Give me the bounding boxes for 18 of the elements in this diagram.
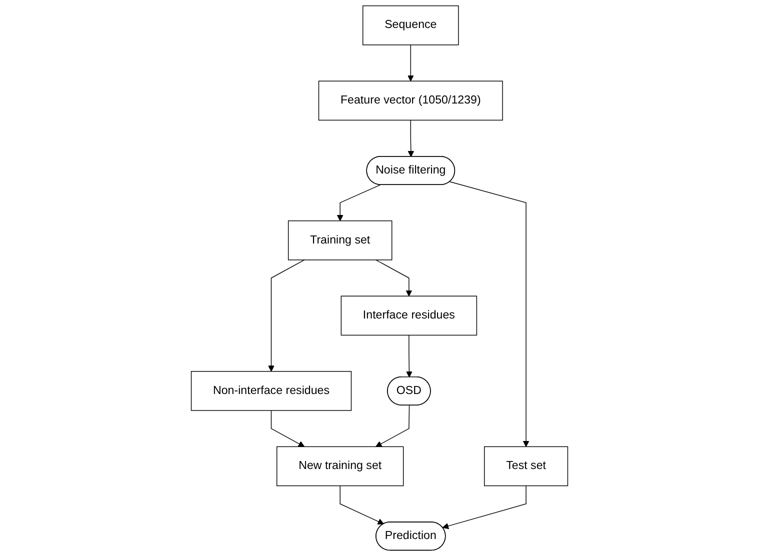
arrow — [408, 120, 414, 158]
node-box: Training set — [288, 220, 392, 260]
arrow — [442, 485, 526, 530]
arrow — [268, 260, 305, 372]
node-box: Feature vector (1050/1239) — [318, 80, 503, 121]
node-box: New training set — [276, 446, 404, 486]
arrow — [270, 410, 305, 447]
node-box: Non-interface residues — [190, 371, 352, 411]
node-box: Interface residues — [340, 296, 478, 336]
node-box: Sequence — [362, 5, 459, 46]
arrow — [407, 44, 414, 82]
arrow — [340, 485, 384, 524]
node-box: Test set — [484, 446, 568, 486]
arrow — [376, 405, 410, 447]
arrow — [450, 181, 530, 447]
arrow — [336, 184, 381, 222]
arrow — [375, 260, 412, 296]
arrow — [406, 334, 412, 378]
